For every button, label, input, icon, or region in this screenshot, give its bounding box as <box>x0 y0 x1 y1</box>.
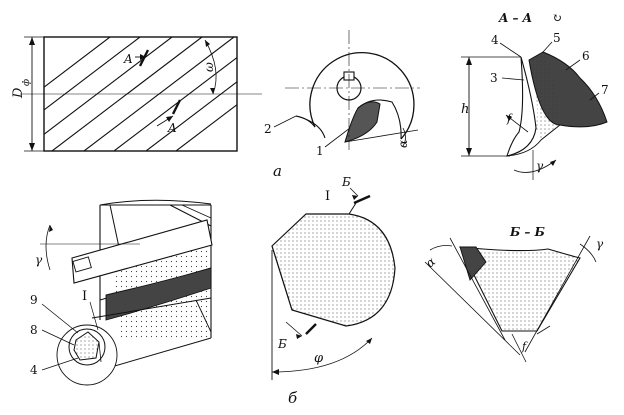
alpha-label-a: α <box>396 140 410 148</box>
I-label-left: I <box>82 289 87 304</box>
label-9: 9 <box>30 293 38 307</box>
section-b-b: Б – Б α γ f <box>423 225 604 363</box>
label-8: 8 <box>30 323 38 337</box>
gamma-label-aa: γ <box>536 159 544 173</box>
fig-a-label: а <box>273 162 282 180</box>
b-top-label: Б <box>341 175 351 189</box>
gamma-label-bb: γ <box>596 237 604 251</box>
rotate-symbol: ↻ <box>552 11 562 25</box>
label-1: 1 <box>316 144 324 158</box>
label-5: 5 <box>553 31 561 45</box>
diameter-label: D <box>11 87 26 99</box>
f-label-aa: f <box>506 112 513 125</box>
drill-insert-view: γ I 9 8 4 <box>30 199 213 386</box>
section-a-top-label: A <box>123 52 133 66</box>
I-label-center: I <box>325 189 330 204</box>
b-bottom-label: Б <box>277 337 287 351</box>
label-3: 3 <box>490 71 498 85</box>
gamma-label-b: γ <box>35 253 43 267</box>
section-a-bottom-label: A <box>167 121 177 135</box>
drill-side-view: D ф ω A A <box>11 36 262 152</box>
section-a-a: A – A ↻ h f γ 4 5 6 7 3 <box>461 11 609 180</box>
insert-plan: I Б Б φ б <box>271 175 396 407</box>
diameter-subscript: ф <box>22 79 32 86</box>
label-4-b: 4 <box>30 363 38 377</box>
section-bb-title: Б – Б <box>509 225 545 239</box>
label-6: 6 <box>582 49 590 63</box>
label-7: 7 <box>601 83 609 97</box>
phi-label: φ <box>314 351 324 366</box>
h-label: h <box>461 102 469 117</box>
f-label-bb: f <box>521 340 528 353</box>
drill-end-view: α 2 1 а <box>264 30 420 180</box>
alpha-label-bb: α <box>423 254 438 270</box>
fig-b-label: б <box>288 389 298 407</box>
label-4: 4 <box>491 33 499 47</box>
section-aa-title: A – A <box>498 11 532 25</box>
omega-label: ω <box>202 62 216 72</box>
label-2: 2 <box>264 122 272 136</box>
